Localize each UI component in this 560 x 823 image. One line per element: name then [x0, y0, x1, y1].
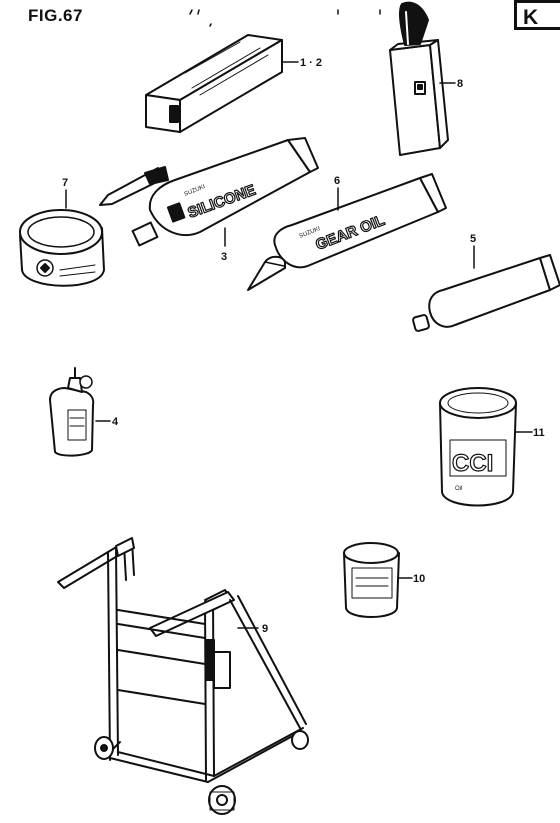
part-1-2-box: S	[145, 34, 283, 133]
part-9-engine-stand	[57, 537, 309, 815]
figure-title: FIG.67	[28, 6, 83, 25]
part-4-bottle	[49, 367, 95, 457]
part-11-label: CCI	[452, 450, 493, 477]
callout-5: 5	[470, 233, 476, 245]
part-3-silicone-tube: SILICONE SUZUKI	[131, 137, 319, 247]
callout-7: 7	[62, 177, 68, 189]
section-badge: K	[514, 0, 560, 30]
part-5-grease-tube	[412, 254, 560, 332]
callout-8: 8	[457, 78, 463, 90]
callout-11: 11	[533, 427, 545, 439]
callout-9: 9	[262, 623, 268, 635]
callout-1-2: 1 · 2	[300, 57, 322, 69]
part-7-tin	[19, 209, 105, 287]
nozzle-tip	[99, 166, 169, 206]
part-10-small-tin	[343, 542, 400, 618]
callout-4: 4	[112, 416, 119, 428]
part-6-gear-oil-tube: GEAR OIL SUZUKI	[247, 173, 447, 291]
part-1-2-logo: S	[171, 111, 177, 120]
callout-3: 3	[221, 251, 227, 263]
svg-text:Oil: Oil	[455, 486, 462, 492]
part-11-cci-can: CCI Oil	[439, 387, 517, 507]
part-8-container	[389, 1, 449, 156]
callout-6: 6	[334, 175, 340, 187]
scan-specks	[189, 9, 381, 27]
callout-10: 10	[413, 573, 425, 585]
